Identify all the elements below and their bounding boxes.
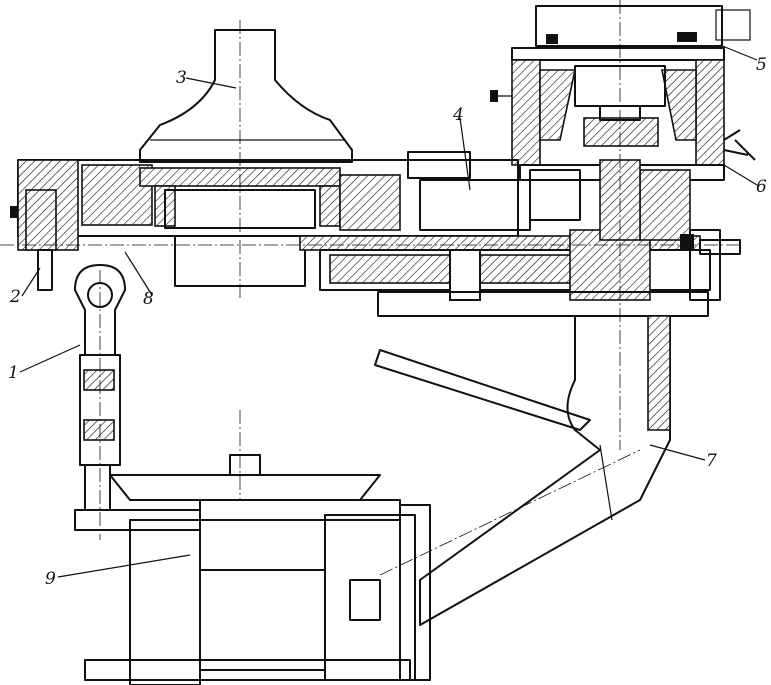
callout-4: 4 [452, 105, 464, 125]
leader-lines [19, 44, 758, 578]
motor-housing [490, 5, 756, 181]
callout-6: 6 [756, 177, 767, 197]
main-body [10, 151, 741, 317]
callout-labels: 1 2 3 4 5 6 7 8 9 [8, 55, 767, 589]
bottom-unit [84, 454, 431, 685]
callout-8: 8 [143, 289, 154, 309]
callout-7: 7 [706, 451, 717, 471]
center-lines [0, 0, 740, 576]
callout-9: 9 [45, 569, 56, 589]
callout-5: 5 [756, 55, 767, 75]
hopper-top [139, 29, 353, 163]
callout-1: 1 [8, 363, 19, 383]
discharge-chute [374, 315, 671, 626]
left-arm [74, 264, 201, 531]
callout-3: 3 [176, 68, 187, 88]
callout-2: 2 [9, 287, 21, 307]
